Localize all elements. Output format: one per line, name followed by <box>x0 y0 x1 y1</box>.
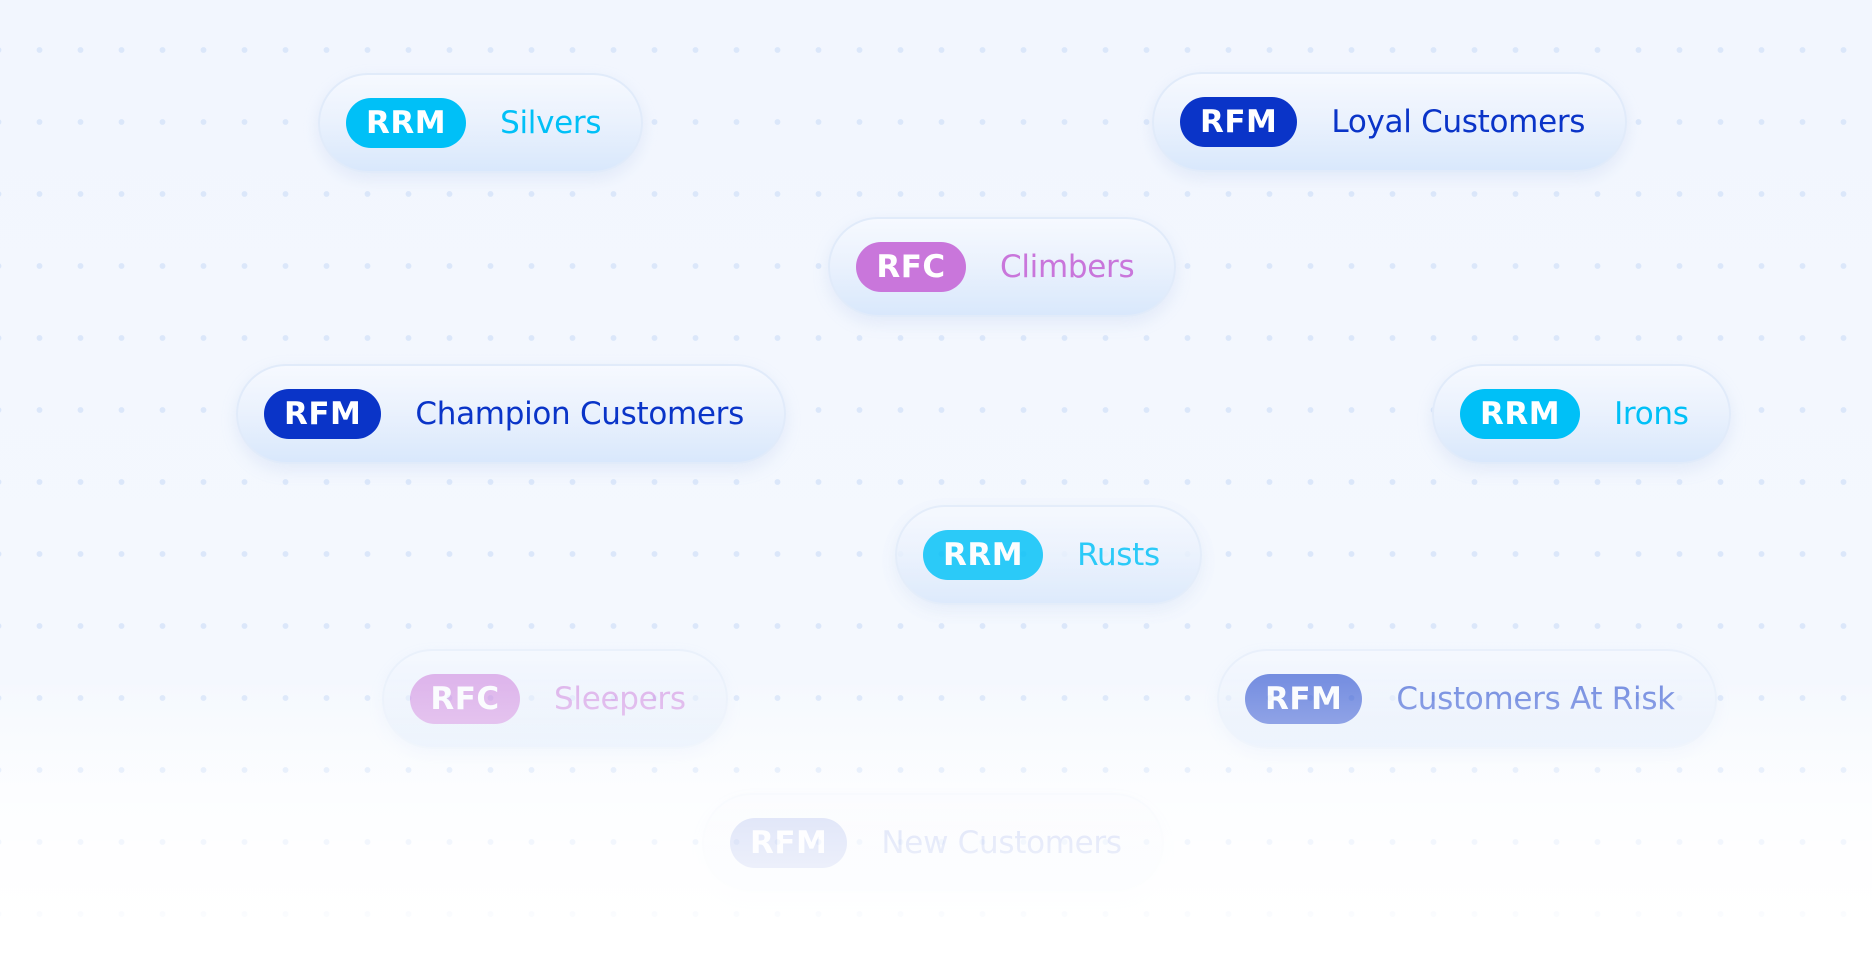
segment-tag-champion-customers[interactable]: RFM Champion Customers <box>236 364 786 464</box>
segment-name: Loyal Customers <box>1331 104 1586 140</box>
segment-type-badge: RRM <box>346 98 467 148</box>
segment-tag-customers-at-risk[interactable]: RFM Customers At Risk <box>1217 649 1717 749</box>
segment-tag-new-customers[interactable]: RFM New Customers <box>702 793 1164 893</box>
segment-name: Silvers <box>500 105 602 141</box>
segment-name: Customers At Risk <box>1396 681 1675 717</box>
segment-type-badge: RFC <box>856 242 966 292</box>
segment-type-badge: RFM <box>264 389 382 439</box>
segment-name: New Customers <box>881 825 1122 861</box>
segment-name: Irons <box>1614 396 1689 432</box>
segment-tag-loyal-customers[interactable]: RFM Loyal Customers <box>1152 72 1628 172</box>
segment-tag-rusts[interactable]: RRM Rusts <box>895 505 1202 605</box>
segment-tag-climbers[interactable]: RFC Climbers <box>828 217 1177 317</box>
segment-type-badge: RFM <box>1180 97 1298 147</box>
segment-type-badge: RRM <box>923 530 1044 580</box>
segment-type-badge: RRM <box>1460 389 1581 439</box>
segment-name: Rusts <box>1077 537 1160 573</box>
segment-name: Sleepers <box>554 681 686 717</box>
segment-name: Champion Customers <box>415 396 744 432</box>
segment-type-badge: RFC <box>410 674 520 724</box>
segment-tag-sleepers[interactable]: RFC Sleepers <box>382 649 728 749</box>
segment-type-badge: RFM <box>1245 674 1363 724</box>
segment-tag-irons[interactable]: RRM Irons <box>1432 364 1731 464</box>
segment-type-badge: RFM <box>730 818 848 868</box>
segment-name: Climbers <box>1000 249 1135 285</box>
segment-tag-silvers[interactable]: RRM Silvers <box>318 73 644 173</box>
